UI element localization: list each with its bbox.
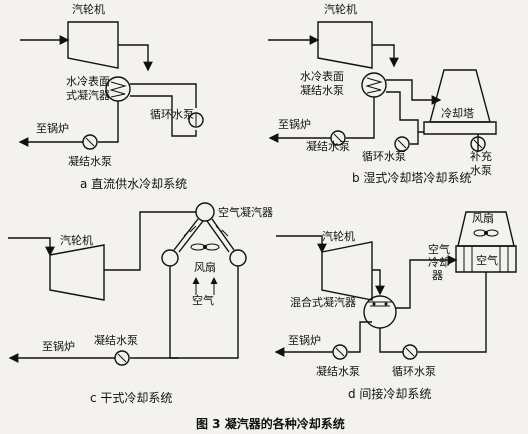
turbine-c-icon: [49, 244, 105, 301]
condensate-pump-a-label: 凝结水泵: [68, 154, 112, 168]
turbine-c-label: 汽轮机: [60, 233, 93, 247]
caption-b: b 湿式冷却塔冷却系统: [352, 170, 471, 185]
turbine-b-label: 汽轮机: [324, 2, 357, 16]
air-cooler-label: 空气 冷却 器: [428, 242, 454, 282]
to-boiler-a-label: 至锅炉: [36, 122, 69, 135]
condensate-pump-c-icon: [114, 350, 130, 366]
circ-pump-d-icon: [402, 344, 418, 360]
makeup-pump-icon: [470, 136, 486, 152]
circ-pump-d-label: 循环水泵: [392, 365, 436, 378]
caption-c: c 干式冷却系统: [90, 391, 172, 405]
caption-d: d 间接冷却系统: [348, 386, 431, 401]
air-c-label: 空气: [192, 293, 214, 307]
condensate-pump-d-icon: [332, 344, 348, 360]
panel-a: 汽轮机 水冷表面 式凝汽器 循环水泵 至锅炉 凝结水泵 a 直流供水冷却系统: [18, 2, 204, 191]
mixing-condenser-label: 混合式凝汽器: [290, 295, 356, 309]
fan-c-icon: [190, 243, 220, 251]
panel-c: 汽轮机 空气凝汽器 风扇 空气 至锅炉: [8, 202, 273, 405]
condenser-b-icon: [361, 72, 387, 98]
makeup-pump-label: 补充 水泵: [470, 149, 496, 177]
condenser-b-label: 水冷表面 凝结水泵: [300, 69, 348, 97]
turbine-a-label: 汽轮机: [72, 2, 105, 16]
tower-label: 冷却塔: [441, 107, 474, 120]
circ-pump-a-label: 循环水泵: [150, 108, 194, 121]
condensate-pump-b-label: 凝结水泵: [306, 139, 350, 153]
fan-d-icon: [473, 229, 499, 237]
turbine-b-icon: [317, 21, 373, 69]
panel-b: 汽轮机 水冷表面 凝结水泵 冷却塔 循环水泵 补充: [268, 2, 497, 185]
tower-basin: [423, 121, 497, 135]
figure-caption: 图 3 凝汽器的各种冷却系统: [196, 416, 345, 431]
turbine-a-icon: [67, 21, 119, 69]
air-d-label: 空气: [476, 253, 498, 267]
to-boiler-d-label: 至锅炉: [288, 334, 321, 347]
panel-d: 汽轮机 混合式凝汽器 风扇 空气 空气 冷却 器: [274, 211, 517, 401]
condensate-pump-d-label: 凝结水泵: [316, 364, 360, 378]
circ-pump-b-icon: [394, 136, 410, 152]
turbine-d-label: 汽轮机: [322, 229, 355, 243]
turbine-d-icon: [321, 241, 373, 301]
mixing-condenser-icon: [363, 295, 397, 329]
condenser-a-label: 水冷表面 式凝汽器: [66, 74, 114, 102]
circ-pump-a-icon: [188, 112, 204, 128]
fan-d-label: 风扇: [472, 211, 494, 225]
circ-pump-b-label: 循环水泵: [362, 150, 406, 163]
condensate-pump-c-label: 凝结水泵: [94, 333, 138, 347]
fan-c-label: 风扇: [194, 260, 216, 274]
caption-a: a 直流供水冷却系统: [80, 177, 187, 191]
condensate-pump-a-icon: [82, 134, 98, 150]
to-boiler-c-label: 至锅炉: [42, 340, 75, 353]
to-boiler-b-label: 至锅炉: [278, 118, 311, 131]
air-condenser-label: 空气凝汽器: [218, 205, 273, 219]
